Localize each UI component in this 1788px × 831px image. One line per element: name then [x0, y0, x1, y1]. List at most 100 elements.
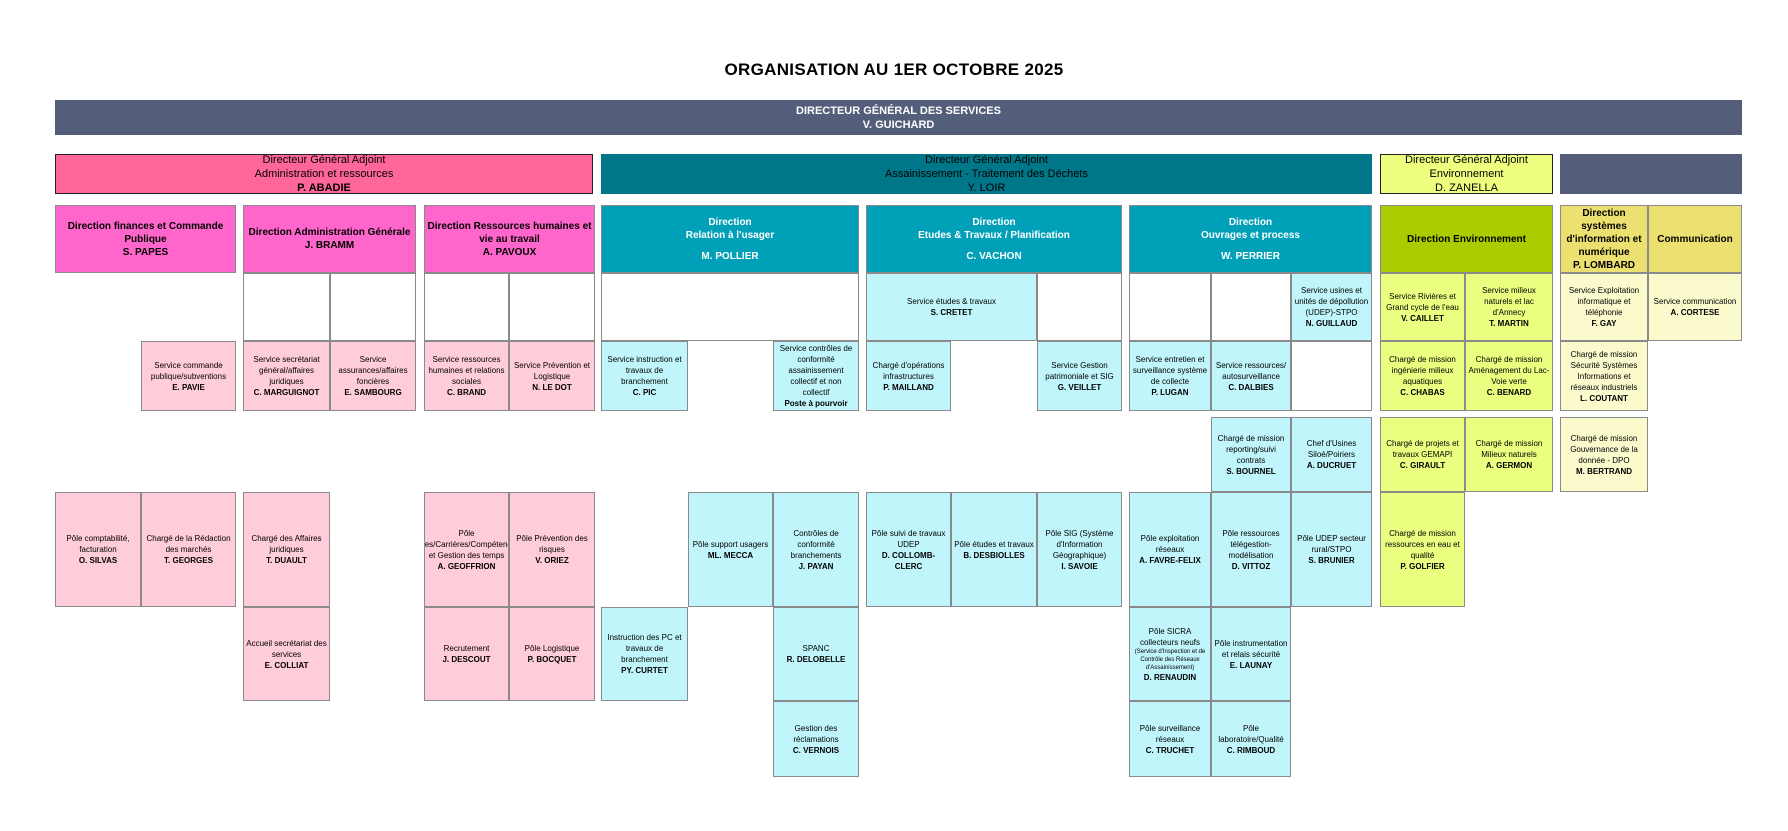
- unit-label: Direction Environnement: [1407, 233, 1526, 245]
- service-box: Service instruction et travaux de branch…: [601, 341, 688, 411]
- unit-head-name: E. PAVIE: [172, 382, 205, 392]
- service-box: Pôle ressources télégestion-modélisation…: [1211, 492, 1291, 607]
- service-box: Pôle SIG (Système d'Information Géograph…: [1037, 492, 1122, 607]
- service-box: Chef d'Usines Siloé/Poiriers A. DUCRUET: [1291, 417, 1372, 492]
- unit-label: Pôle SIG (Système d'Information Géograph…: [1045, 528, 1114, 560]
- unit-head-name: A. CORTESE: [1670, 308, 1720, 317]
- service-box: Service Rivières et Grand cycle de l'eau…: [1380, 273, 1465, 341]
- dga-name: Y. LOIR: [967, 182, 1006, 194]
- unit-label: Direction: [708, 216, 752, 228]
- unit-head-name: C. VERNOIS: [792, 745, 840, 755]
- unit-head-name: C. PIC: [632, 388, 657, 397]
- unit-label: Service commande publique/subventions: [150, 360, 227, 381]
- unit-label: Chargé de mission Sécurité Systèmes Info…: [1570, 349, 1638, 392]
- unit-label: SPANC: [802, 644, 830, 653]
- unit-head-name: P. GOLFIER: [1400, 561, 1445, 571]
- unit-head-name: C. RIMBOUD: [1226, 745, 1276, 755]
- unit-label: Direction Ressources humaines et vie au …: [427, 220, 592, 245]
- unit-label: Communication: [1657, 233, 1733, 245]
- unit-label: Etudes & Travaux / Planification: [918, 229, 1070, 241]
- unit-head-name: M. BERTRAND: [1576, 466, 1632, 476]
- unit-label: Service contrôles de conformité assainis…: [779, 344, 853, 397]
- dga-name: P. ABADIE: [297, 182, 351, 194]
- unit-head-name: PY. CURTET: [621, 666, 668, 675]
- unit-head-name: V. CAILLET: [1401, 313, 1444, 323]
- unit-label: Pôle Paies/Carrières/Compétences et Gest…: [424, 528, 508, 560]
- unit-head-name: ML. MECCA: [707, 550, 754, 560]
- unit-head-name: V. ORIEZ: [535, 556, 569, 565]
- dga-environnement: Directeur Général Adjoint Environnement …: [1380, 154, 1553, 194]
- unit-label: Accueil secrétariat des services: [246, 638, 327, 659]
- unit-label: Gestion des réclamations: [793, 723, 839, 744]
- dgs-title: DIRECTEUR GÉNÉRAL DES SERVICES: [796, 104, 1001, 117]
- service-box: Service Exploitation informatique et tél…: [1560, 273, 1648, 341]
- unit-head-name: A. PAVOUX: [482, 246, 537, 258]
- unit-head-name: C. DALBIES: [1228, 382, 1274, 392]
- unit-label: Chef d'Usines Siloé/Poiriers: [1306, 439, 1357, 459]
- unit-label: Pôle Logistique: [524, 644, 580, 653]
- unit-label: Pôle exploitation réseaux: [1140, 534, 1200, 554]
- unit-label: Pôle suivi de travaux UDEP: [871, 528, 946, 549]
- unit-label: Service communication: [1653, 297, 1737, 306]
- unit-head-name: L. COUTANT: [1580, 393, 1628, 403]
- service-box: Service ressources humaines et relations…: [424, 341, 509, 411]
- unit-head-name: N. GUILLAUD: [1305, 319, 1358, 328]
- unit-head-name: J. DESCOUT: [442, 655, 491, 664]
- unit-label: Pôle surveillance réseaux: [1139, 723, 1201, 744]
- service-box: Chargé de mission ingénierie milieux aqu…: [1380, 341, 1465, 411]
- service-box: Service secrétariat général/affaires jur…: [243, 341, 330, 411]
- dga-label: Directeur Général Adjoint: [262, 154, 386, 166]
- unit-head-name: O. SILVAS: [78, 556, 118, 565]
- unit-label: Direction: [972, 216, 1016, 228]
- empty-box: [1129, 273, 1211, 341]
- unit-label: Service instruction et travaux de branch…: [607, 355, 682, 386]
- unit-label: Service entretien et surveillance systèm…: [1132, 355, 1208, 386]
- unit-label: Service Prévention et Logistique: [513, 360, 591, 381]
- unit-note: (Service d'Inspection et de Contrôle des…: [1134, 648, 1206, 671]
- unit-head-name: I. SAVOIE: [1061, 561, 1098, 571]
- unit-head-name: Poste à pourvoir: [784, 399, 848, 408]
- unit-head-name: D. VITTOZ: [1231, 561, 1271, 571]
- dgs-header: DIRECTEUR GÉNÉRAL DES SERVICES V. GUICHA…: [55, 100, 1742, 135]
- unit-head-name: S. CRETET: [930, 308, 973, 317]
- dgs-name: V. GUICHARD: [862, 118, 935, 131]
- direction-box: Direction Ressources humaines et vie au …: [424, 205, 595, 273]
- unit-head-name: C. BENARD: [1486, 388, 1532, 397]
- unit-head-name: A. DUCRUET: [1306, 461, 1357, 470]
- dga-dept: Environnement: [1429, 168, 1504, 180]
- unit-label: Service études & travaux: [907, 297, 996, 306]
- unit-head-name: C. MARGUIGNOT: [253, 388, 320, 397]
- unit-label: Chargé de mission Gouvernance de la donn…: [1570, 433, 1638, 465]
- service-box: Service milieux naturels et lac d'Annecy…: [1465, 273, 1553, 341]
- unit-label: Service Exploitation informatique et tél…: [1568, 286, 1640, 317]
- dga-label: Directeur Général Adjoint: [925, 154, 1048, 166]
- unit-head-name: D. COLLOMB-CLERC: [881, 550, 936, 571]
- unit-label: Pôle études et travaux: [954, 539, 1034, 549]
- empty-box: [1211, 273, 1291, 341]
- unit-label: Chargé de mission Aménagement du Lac-Voi…: [1468, 355, 1550, 386]
- unit-label: Service assurances/affaires foncières: [338, 355, 408, 386]
- empty-box: [330, 273, 416, 341]
- unit-head-name: P. LOMBARD: [1572, 259, 1636, 271]
- unit-head-name: M. POLLIER: [701, 250, 759, 262]
- unit-label: Relation à l'usager: [685, 229, 775, 241]
- unit-head-name: C. BRAND: [446, 388, 487, 397]
- empty-box: [601, 273, 859, 341]
- direction-box: Direction Environnement: [1380, 205, 1553, 273]
- empty-box: [243, 273, 330, 341]
- unit-label: Pôle Prévention des risques: [516, 534, 588, 554]
- unit-label: Direction finances et Commande Publique: [67, 220, 224, 245]
- unit-label: Pôle UDEP secteur rural/STPO: [1297, 534, 1366, 554]
- unit-head-name: C. TRUCHET: [1145, 745, 1195, 755]
